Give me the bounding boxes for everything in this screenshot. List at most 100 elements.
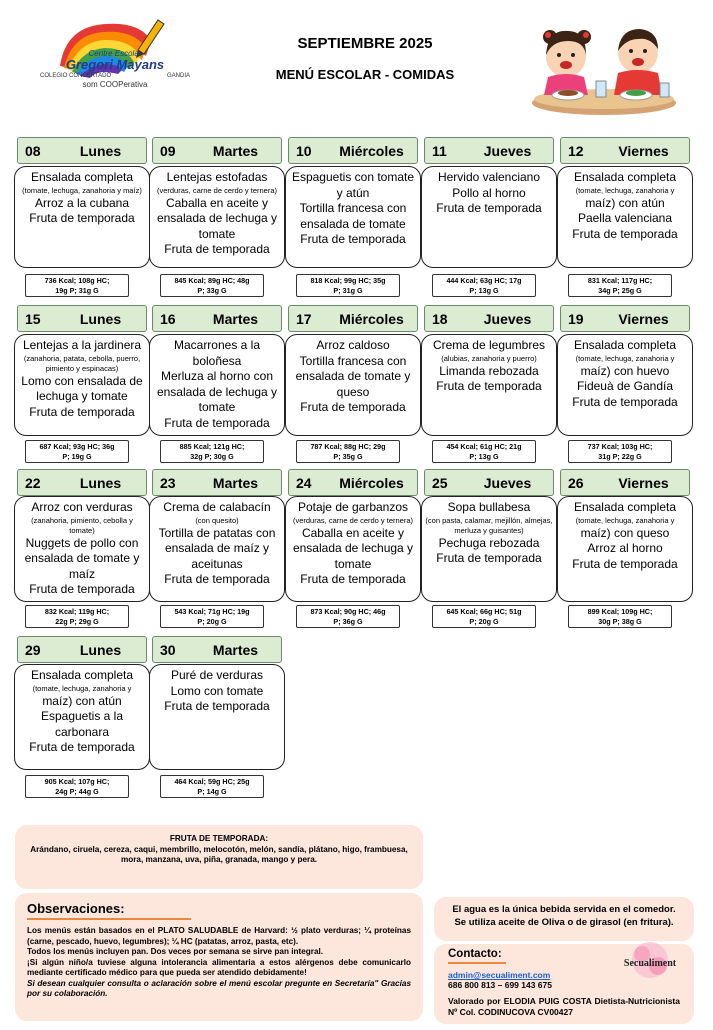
day-name: Miércoles bbox=[339, 474, 404, 491]
day-menu: Lentejas estofadas(verduras, carne de ce… bbox=[149, 166, 285, 268]
observations-underline bbox=[27, 918, 191, 920]
nutrition-info: 899 Kcal; 109g HC;30g P; 38g G bbox=[568, 605, 672, 628]
dish: Fruta de temporada bbox=[436, 551, 542, 565]
nutrition-line-2: 22g P; 29g G bbox=[55, 616, 99, 626]
day-number: 09 bbox=[160, 142, 176, 159]
observations-title: Observaciones: bbox=[27, 901, 125, 916]
dish: Lomo con ensalada de lechuga y tomate bbox=[21, 373, 143, 404]
dish: Ensalada completa bbox=[573, 338, 677, 352]
water-note-1: El agua es la única bebida servida en el… bbox=[452, 904, 676, 915]
nutrition-line-1: 845 Kcal; 89g HC; 48g bbox=[174, 276, 250, 285]
dish: Arroz caldoso bbox=[316, 338, 390, 352]
day-name: Lunes bbox=[79, 641, 122, 658]
day-number: 15 bbox=[25, 310, 41, 327]
day-name: Martes bbox=[212, 641, 259, 658]
nutrition-line-2: 19g P; 31g G bbox=[55, 285, 99, 295]
day-menu: Ensalada completa(tomate, lechuga, zanah… bbox=[557, 166, 693, 268]
dish: Fruta de temporada bbox=[300, 572, 406, 586]
dish: Fruta de temporada bbox=[300, 232, 406, 246]
nutrition-line-2: 24g P; 44g G bbox=[55, 786, 99, 796]
dish: Fruta de temporada bbox=[29, 740, 135, 754]
water-note-2: Se utiliza aceite de Oliva o de girasol … bbox=[454, 917, 674, 928]
dish: Crema de calabacín bbox=[163, 500, 271, 514]
nutrition-line-2: P; 20g G bbox=[197, 616, 227, 626]
dish: Nuggets de pollo con ensalada de tomate … bbox=[24, 535, 140, 581]
day-menu: Ensalada completa(tomate, lechuga, zanah… bbox=[557, 334, 693, 436]
dish: maíz) con huevo bbox=[580, 363, 670, 378]
dish: Caballa en aceite y ensalada de lechuga … bbox=[156, 195, 278, 241]
nutrition-line-1: 899 Kcal; 109g HC; bbox=[587, 607, 653, 616]
day-name: Lunes bbox=[79, 310, 122, 327]
nutrition-line-2: P; 19g G bbox=[62, 451, 92, 461]
dish: maíz) con atún bbox=[585, 195, 665, 210]
school-line-3: COLEGIO CONCERTADO GANDIA bbox=[40, 73, 190, 79]
day-number: 22 bbox=[25, 474, 41, 491]
contact-email-link[interactable]: admin@secualiment.com bbox=[448, 970, 551, 980]
dish: Arroz al horno bbox=[587, 541, 663, 555]
dish: Caballa en aceite y ensalada de lechuga … bbox=[292, 525, 414, 571]
school-logo bbox=[60, 19, 165, 78]
water-note-box: El agua es la única bebida servida en el… bbox=[434, 897, 694, 941]
observation-4: Si desean cualquier consulta o aclaració… bbox=[27, 978, 411, 999]
dish: Fideuà de Gandía bbox=[576, 379, 674, 393]
day-name: Martes bbox=[212, 310, 259, 327]
observation-2: Todos los menús incluyen pan. Dos veces … bbox=[27, 947, 324, 956]
dish: Lentejas estofadas bbox=[166, 170, 268, 184]
dish-ingredients: (verduras, carne de cerdo y ternera) bbox=[292, 515, 414, 525]
day-number: 12 bbox=[568, 142, 584, 159]
dish: Macarrones a la boloñesa bbox=[173, 338, 261, 368]
dish: Fruta de temporada bbox=[29, 404, 135, 419]
day-menu: Sopa bullabesa(con pasta, calamar, mejil… bbox=[421, 496, 557, 602]
nutrition-info: 831 Kcal; 117g HC;34g P; 25g G bbox=[568, 274, 672, 297]
nutrition-line-1: 464 Kcal; 59g HC; 25g bbox=[174, 777, 250, 786]
day-number: 19 bbox=[568, 310, 584, 327]
contact-title: Contacto: bbox=[448, 948, 502, 960]
nutrition-line-1: 787 Kcal; 88g HC; 29g bbox=[310, 442, 386, 451]
day-name: Jueves bbox=[483, 474, 532, 491]
school-type: COLEGIO CONCERTADO bbox=[40, 73, 112, 79]
day-menu: Crema de calabacín(con quesito)Tortilla … bbox=[149, 496, 285, 602]
dish: Fruta de temporada bbox=[436, 201, 542, 215]
nutrition-line-2: P; 33g G bbox=[197, 285, 227, 295]
seasonal-fruit-box: FRUTA DE TEMPORADA: Arándano, ciruela, c… bbox=[15, 825, 423, 889]
dish: Ensalada completa bbox=[573, 170, 677, 184]
nutrition-info: 832 Kcal; 119g HC;22g P; 29g G bbox=[25, 605, 129, 628]
day-name: Jueves bbox=[483, 142, 532, 159]
page-title: SEPTIEMBRE 2025 bbox=[297, 35, 433, 52]
dish: maíz) con queso bbox=[580, 525, 670, 540]
dish: Arroz con verduras bbox=[31, 500, 133, 514]
observation-3: ¡Si algún niño/a tuviese alguna intolera… bbox=[27, 957, 411, 978]
dish: Fruta de temporada bbox=[436, 379, 542, 393]
page-subtitle: MENÚ ESCOLAR - COMIDAS bbox=[275, 67, 455, 82]
dish: Merluza al horno con ensalada de lechuga… bbox=[156, 369, 278, 414]
dish-ingredients: (con quesito) bbox=[195, 515, 239, 525]
dish: Pechuga rebozada bbox=[438, 535, 540, 550]
dish-ingredients: (tomate, lechuga, zanahoria y maíz) bbox=[22, 185, 142, 195]
nutrition-line-1: 737 Kcal; 103g HC; bbox=[587, 442, 653, 451]
dish: Fruta de temporada bbox=[164, 415, 270, 430]
day-menu: Potaje de garbanzos(verduras, carne de c… bbox=[285, 496, 421, 602]
day-number: 18 bbox=[432, 310, 448, 327]
dish-ingredients: (tomate, lechuga, zanahoria y bbox=[575, 185, 675, 195]
observations-box: Observaciones: Los menús están basados e… bbox=[15, 893, 423, 1021]
dish: Pollo al horno bbox=[452, 185, 526, 200]
nutrition-line-2: P; 31g G bbox=[333, 285, 363, 295]
dish: Ensalada completa bbox=[30, 668, 134, 682]
nutrition-line-1: 885 Kcal; 121g HC; bbox=[179, 442, 245, 451]
nutrition-line-1: 905 Kcal; 107g HC; bbox=[44, 777, 110, 786]
dish: Ensalada completa bbox=[573, 500, 677, 514]
